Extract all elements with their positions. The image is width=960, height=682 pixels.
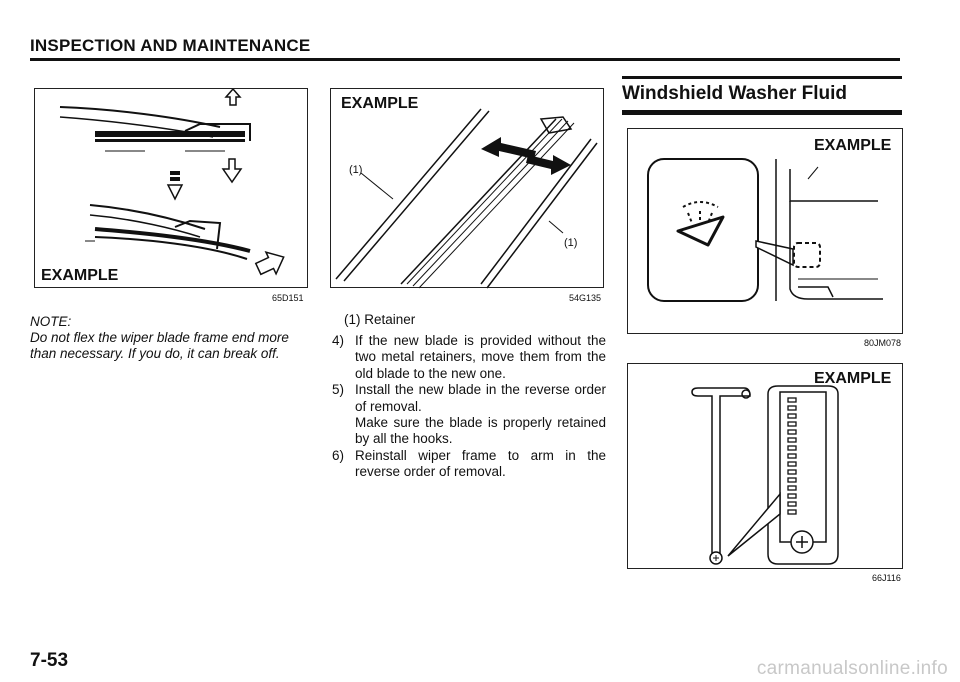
figure-example-label: EXAMPLE bbox=[814, 137, 892, 154]
figure-code: 80JM078 bbox=[864, 338, 902, 348]
figure-washer-level: EXAMPLE bbox=[627, 363, 903, 569]
figure-blade-retainer: EXAMPLE (1) (1) bbox=[330, 88, 604, 289]
note-block: NOTE: Do not flex the wiper blade frame … bbox=[30, 314, 315, 362]
washer-location-illustration bbox=[647, 158, 883, 302]
note-text: Do not flex the wiper blade frame end mo… bbox=[30, 330, 289, 361]
callout-label: (1) bbox=[349, 164, 363, 176]
callout-label: (1) bbox=[564, 237, 578, 249]
step-number: 5) bbox=[332, 382, 345, 398]
step-item: 6) Reinstall wiper frame to arm in the r… bbox=[330, 448, 606, 481]
figure-example-label: EXAMPLE bbox=[341, 95, 419, 112]
figure-example-label: EXAMPLE bbox=[41, 267, 119, 284]
section-title: Windshield Washer Fluid bbox=[622, 83, 848, 104]
section-rule-bottom bbox=[622, 110, 902, 115]
page-header-title: INSPECTION AND MAINTENANCE bbox=[30, 36, 311, 55]
figure-wiper-blade-removal: EXAMPLE bbox=[34, 88, 308, 288]
figure-washer-location: EXAMPLE bbox=[627, 128, 903, 334]
procedure-steps: 4) If the new blade is provided without … bbox=[330, 333, 606, 481]
step-text: Install the new blade in the reverse ord… bbox=[355, 382, 606, 414]
step-number: 4) bbox=[332, 333, 345, 348]
step-number: 6) bbox=[332, 447, 345, 463]
wiper-blade-removal-illustration bbox=[59, 89, 285, 276]
header-rule bbox=[30, 58, 900, 61]
blade-retainer-illustration bbox=[335, 108, 598, 289]
figure-code: 66J116 bbox=[872, 573, 901, 583]
step-note: Make sure the blade is properly retained… bbox=[355, 415, 606, 447]
figure-code: 54G135 bbox=[569, 293, 602, 303]
figure-caption: (1) Retainer bbox=[344, 312, 416, 327]
figure-code: 65D151 bbox=[272, 293, 304, 303]
washer-level-illustration bbox=[691, 385, 839, 565]
step-item: 4) If the new blade is provided without … bbox=[330, 333, 606, 382]
section-rule-top bbox=[622, 76, 902, 79]
figure-example-label: EXAMPLE bbox=[814, 370, 892, 387]
step-text: If the new blade is provided without the… bbox=[355, 333, 606, 381]
step-item: 5) Install the new blade in the reverse … bbox=[330, 382, 606, 448]
step-text: Reinstall wiper frame to arm in the reve… bbox=[355, 447, 606, 480]
note-heading: NOTE: bbox=[30, 314, 72, 329]
footer-watermark-url: carmanualsonline.info bbox=[756, 658, 948, 679]
page-number: 7-53 bbox=[30, 650, 69, 671]
